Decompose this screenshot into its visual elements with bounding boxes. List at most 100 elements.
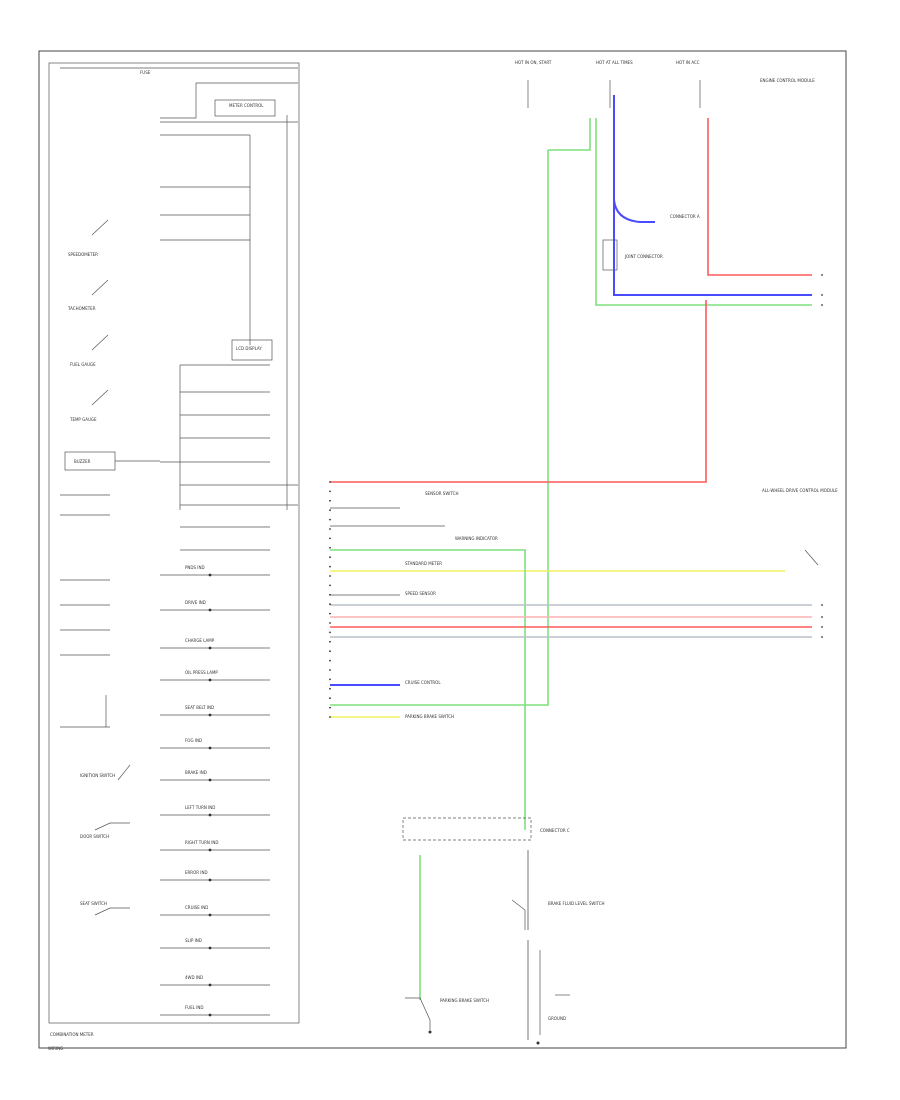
connector-box [602,239,618,271]
top-sources: HOT IN ON, START HOT AT ALL TIMES HOT IN… [515,60,815,271]
gauge-tachometer: TACHOMETER [67,306,96,311]
connector-joint-bottom: CONNECTOR C [540,828,570,833]
right-terminal-0 [821,274,823,276]
cluster-title: COMBINATION METER [50,1032,94,1037]
bottom-section: CONNECTOR C BRAKE FLUID LEVEL SWITCH GRO… [402,817,605,1045]
cluster-box [48,62,300,1024]
lamp-node-11 [208,946,212,950]
mid-pin-20 [329,669,331,671]
right-terminal-1 [821,294,823,296]
source-hot-in-acc: HOT IN ACC [676,60,700,65]
svg-text:METER CONTROL: METER CONTROL [229,103,264,108]
label-cruise-control: CRUISE CONTROL [405,680,441,685]
lamp-fog-ind: FOG IND [185,738,202,743]
lamp-node-6 [208,778,212,782]
mid-pin-23 [329,697,331,700]
lamp-node-8 [208,848,212,852]
mid-pin-14 [329,612,331,615]
left-pins [60,494,110,728]
lamp-node-5 [208,746,212,750]
source-hot-on-start: HOT IN ON, START [515,60,552,65]
lamp-oil-press-lamp: OIL PRESS LAMP [185,670,218,675]
mid-pin-5 [329,528,331,530]
lamp-brake-ind: BRAKE IND [185,770,207,775]
lamp-slip-ind: SLIP IND [185,938,202,943]
mid-pin-16 [329,631,331,634]
lamp-node-12 [208,983,212,987]
lamp-node-1 [208,608,212,612]
mid-pin-3 [329,509,331,512]
label-brake-fluid: BRAKE FLUID LEVEL SWITCH [548,901,605,906]
seat-switch-symbol [94,907,130,916]
mid-pin-19 [329,659,331,662]
ignition-switch-symbol [117,764,131,781]
mid-pin-22 [329,687,331,690]
connector-a: CONNECTOR A [670,214,700,219]
switches: IGNITION SWITCH DOOR SWITCH SEAT SWITCH [80,764,131,916]
lamp-node-10 [208,913,212,917]
switch-ignition: IGNITION SWITCH [80,773,115,778]
label-awd-module: ALL-WHEEL DRIVE CONTROL MODULE [762,488,838,493]
mid-pin-17 [329,640,331,643]
door-switch-symbol [94,822,130,831]
wire-red-5 [330,300,707,483]
mid-pin-2 [329,499,331,502]
mid-pin-13 [329,603,331,606]
mid-pin-4 [329,518,331,521]
lamp-node-9 [208,878,212,882]
lamp-drive-ind: DRIVE IND [185,600,206,605]
mid-pin-0 [329,481,331,483]
lamp-node-0 [208,573,212,577]
mid-pin-1 [329,490,331,493]
svg-text:LCD DISPLAY: LCD DISPLAY [236,346,262,351]
label-parking-brake: PARKING BRAKE SWITCH [405,714,454,719]
mid-pin-15 [329,622,331,624]
label-standard-meter: STANDARD METER [405,561,442,566]
mid-pin-10 [329,575,331,577]
right-terminal-3 [821,604,823,606]
mid-pin-25 [329,716,331,718]
mid-pin-6 [329,537,331,540]
mid-labels: SENSOR SWITCH WARNING INDICATOR STANDARD… [405,488,838,719]
lamp-4wd-ind: 4WD IND [185,975,203,980]
lamp-node-2 [208,646,212,650]
wire-red-0 [707,118,812,276]
lamp-error-ind: ERROR IND [185,870,208,875]
switch-seat: SEAT SWITCH [80,901,107,906]
gauge-fuel: FUEL GAUGE [70,362,96,367]
wire-green-7 [330,549,526,830]
lamp-node-7 [208,813,212,817]
mid-pin-18 [329,650,331,653]
mid-pin-9 [329,565,331,568]
cluster-bus: METER CONTROL LCD DISPLAY [160,82,298,551]
mid-pins [329,274,823,718]
footer-label: WIRING [48,1046,63,1051]
source-hot-at-all-times: HOT AT ALL TIMES [596,60,633,65]
lamp-left-turn-ind: LEFT TURN IND [185,805,215,810]
label-ground: GROUND [548,1016,566,1021]
connector-joint: JOINT CONNECTOR [624,254,663,259]
lamp-charge-lamp: CHARGE LAMP [185,638,215,643]
lamp-pnds-ind: PNDS IND [185,565,205,570]
wire-green-4 [330,150,549,706]
wire-green-3 [548,118,591,151]
mid-pin-24 [329,706,331,709]
gauge-speedometer: SPEEDOMETER [68,252,98,257]
wire-green-2 [595,118,812,306]
label-parking-brake-switch: PARKING BRAKE SWITCH [440,998,489,1003]
lamp-right-turn-ind: RIGHT TURN IND [185,840,218,845]
source-ecm: ENGINE CONTROL MODULE [760,78,815,83]
right-terminal-6 [821,636,823,638]
mid-pin-21 [329,678,331,681]
gauges: SPEEDOMETER TACHOMETER FUEL GAUGE TEMP G… [64,219,160,471]
tachometer-symbol [91,279,109,296]
lamp-cruise-ind: CRUISE IND [185,905,208,910]
label-speed-sensor: SPEED SENSOR [405,591,436,596]
label-warning-indicator: WARNING INDICATOR [455,536,498,541]
right-terminal-4 [821,616,823,618]
wire-blue-1 [613,95,812,296]
speedometer-symbol [91,219,109,236]
mid-pin-8 [329,556,331,559]
lamp-rows: PNDS IND DRIVE IND CHARGE LAMP OIL PRESS LA… [160,565,270,1017]
